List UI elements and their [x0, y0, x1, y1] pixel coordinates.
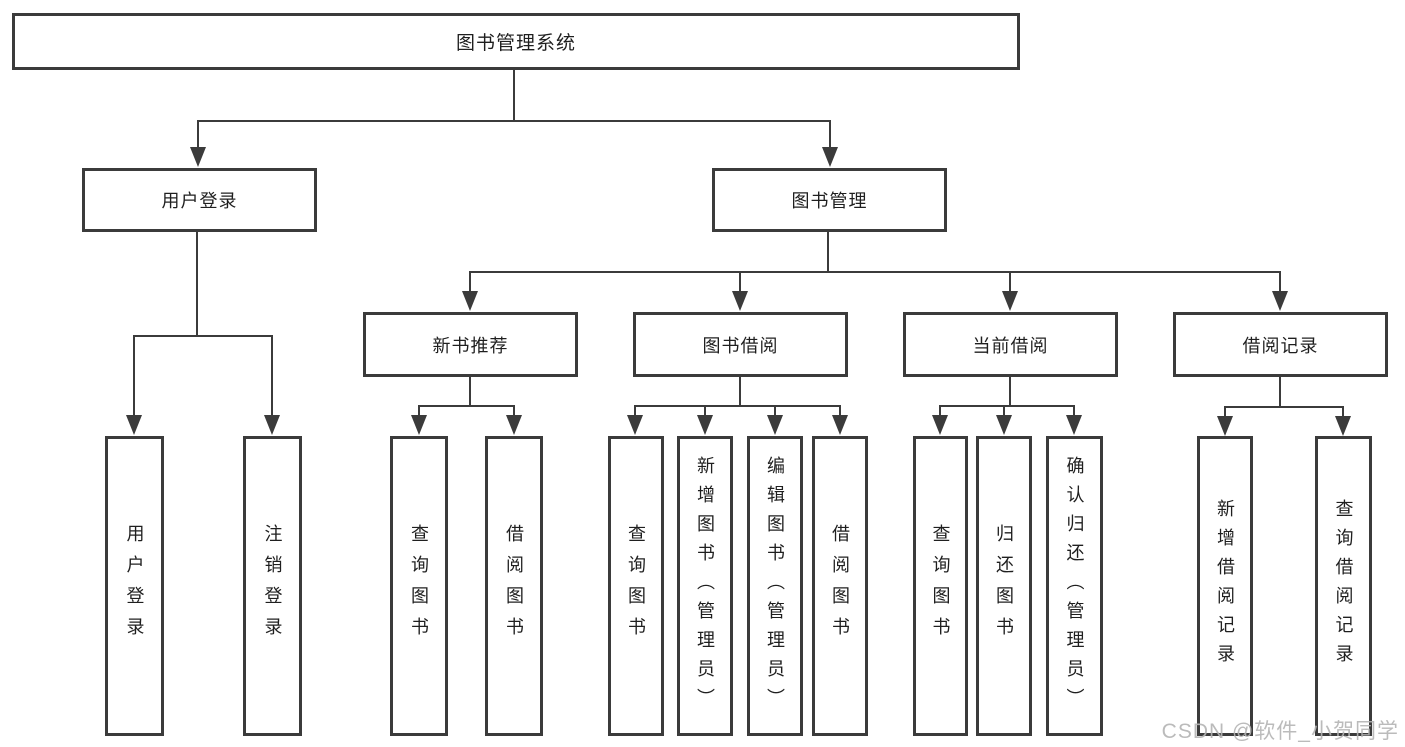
arrow-down-icon: [996, 405, 1012, 435]
leaf-label: 查询图书: [626, 524, 646, 648]
arrow-down-icon: [1066, 405, 1082, 435]
connector-line: [133, 335, 273, 337]
node-book-management: 图书管理: [712, 168, 947, 232]
arrow-down-icon: [1002, 271, 1018, 311]
connector-line: [739, 377, 741, 407]
leaf-user-login: 用户登录: [105, 436, 164, 736]
arrow-down-icon: [126, 335, 142, 435]
node-label: 图书管理: [791, 191, 868, 211]
leaf-borrow-books-recommend: 借阅图书: [485, 436, 543, 736]
leaf-query-books-recommend: 查询图书: [390, 436, 448, 736]
leaf-label: 查询图书: [930, 524, 951, 648]
node-label: 用户登录: [161, 191, 238, 211]
arrow-down-icon: [767, 405, 783, 435]
leaf-label: 编辑图书（管理员）: [765, 455, 785, 717]
node-label: 图书借阅: [702, 335, 779, 356]
connector-line: [513, 70, 515, 122]
leaf-return-books: 归还图书: [976, 436, 1032, 736]
node-library-management-system: 图书管理系统: [12, 13, 1020, 70]
connector-line: [197, 120, 831, 122]
node-label: 新书推荐: [432, 335, 509, 356]
leaf-add-borrow-record: 新增借阅记录: [1197, 436, 1253, 736]
leaf-query-books-borrowing: 查询图书: [608, 436, 664, 736]
arrow-down-icon: [506, 405, 522, 435]
connector-line: [939, 405, 1075, 407]
leaf-label: 归还图书: [994, 524, 1014, 648]
leaf-label: 用户登录: [124, 524, 145, 648]
node-current-borrowing: 当前借阅: [903, 312, 1118, 377]
arrow-down-icon: [732, 271, 748, 311]
leaf-edit-books-admin: 编辑图书（管理员）: [747, 436, 803, 736]
connector-line: [1279, 377, 1281, 408]
arrow-down-icon: [932, 405, 948, 435]
leaf-borrow-books: 借阅图书: [812, 436, 868, 736]
connector-line: [1009, 377, 1011, 407]
leaf-label: 新增借阅记录: [1215, 499, 1235, 673]
leaf-label: 查询图书: [409, 524, 429, 648]
arrow-down-icon: [822, 120, 838, 167]
connector-line: [1224, 406, 1344, 408]
arrow-down-icon: [627, 405, 643, 435]
node-user-login: 用户登录: [82, 168, 317, 232]
connector-line: [827, 232, 829, 273]
leaf-label: 注销登录: [262, 524, 283, 648]
leaf-confirm-return-admin: 确认归还（管理员）: [1046, 436, 1103, 736]
connector-line: [418, 405, 515, 407]
arrow-down-icon: [411, 405, 427, 435]
leaf-label: 新增图书（管理员）: [695, 455, 715, 717]
leaf-label: 借阅图书: [504, 524, 524, 648]
arrow-down-icon: [264, 335, 280, 435]
arrow-down-icon: [1272, 271, 1288, 311]
arrow-down-icon: [1217, 406, 1233, 436]
node-book-borrowing: 图书借阅: [633, 312, 848, 377]
arrow-down-icon: [697, 405, 713, 435]
node-new-book-recommend: 新书推荐: [363, 312, 578, 377]
arrow-down-icon: [832, 405, 848, 435]
leaf-label: 查询借阅记录: [1333, 499, 1354, 673]
leaf-label: 借阅图书: [830, 524, 850, 648]
node-label: 图书管理系统: [455, 33, 576, 54]
connector-line: [634, 405, 841, 407]
node-borrowing-records: 借阅记录: [1173, 312, 1388, 377]
connector-line: [469, 377, 471, 407]
arrow-down-icon: [462, 271, 478, 311]
arrow-down-icon: [190, 120, 206, 167]
node-label: 当前借阅: [972, 335, 1049, 356]
leaf-add-books-admin: 新增图书（管理员）: [677, 436, 733, 736]
connector-line: [196, 232, 198, 337]
connector-line: [469, 271, 1281, 273]
leaf-query-books-current: 查询图书: [913, 436, 968, 736]
arrow-down-icon: [1335, 406, 1351, 436]
leaf-query-borrow-record: 查询借阅记录: [1315, 436, 1372, 736]
leaf-label: 确认归还（管理员）: [1064, 455, 1085, 717]
leaf-logout: 注销登录: [243, 436, 302, 736]
csdn-watermark: CSDN @软件_小贺同学: [1161, 720, 1399, 743]
node-label: 借阅记录: [1242, 335, 1319, 356]
